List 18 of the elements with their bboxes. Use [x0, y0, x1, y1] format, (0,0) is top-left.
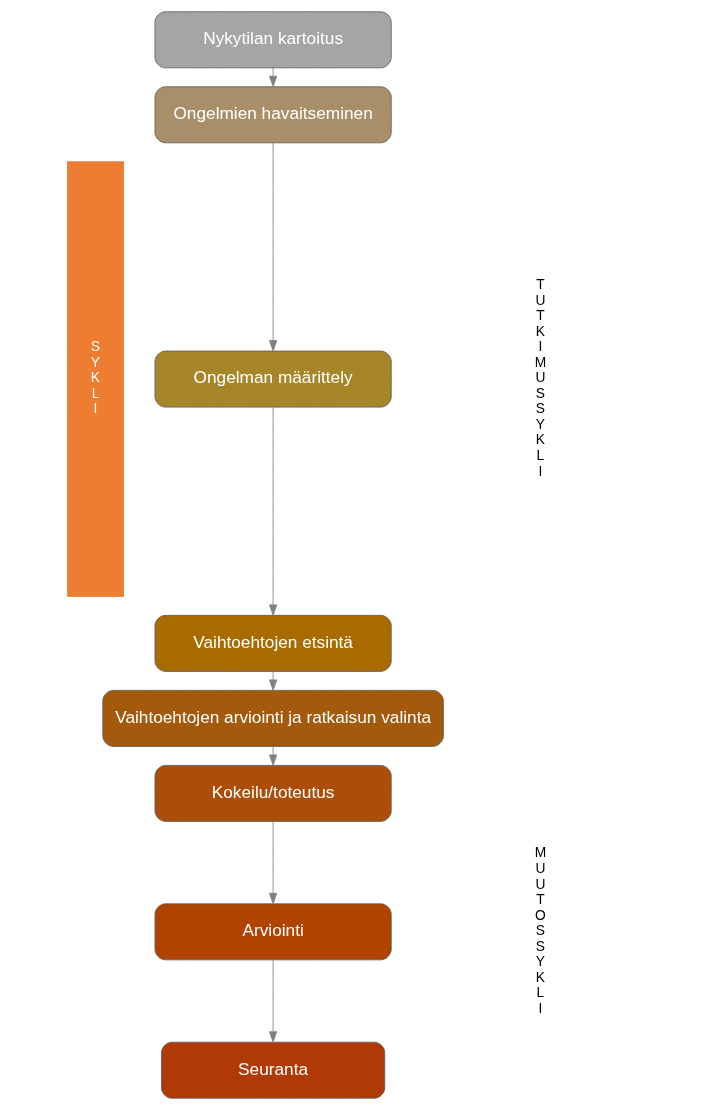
node-box: Vaihtoehtojen arviointi ja ratkaisun valinta — [102, 689, 444, 747]
arrow — [269, 142, 278, 352]
arrow — [269, 959, 278, 1043]
node-box: Seuranta — [161, 1041, 386, 1099]
node-box: Vaihtoehtojen etsintä — [154, 614, 392, 672]
node-box: Nykytilan kartoitus — [154, 11, 392, 69]
arrow — [269, 671, 278, 691]
label: M U U T O S S Y K L I — [534, 845, 547, 1016]
node-box: Kokeilu/toteutus — [154, 764, 392, 822]
node-box: Ongelmien havaitseminen — [154, 86, 392, 144]
arrow — [269, 406, 278, 616]
node-box: Ongelman määrittely — [154, 350, 392, 408]
label: T U T K I M U S S Y K L I — [534, 277, 547, 479]
node-box: S Y K L I — [67, 161, 124, 597]
arrow — [269, 746, 278, 766]
arrow — [269, 821, 278, 905]
arrow — [269, 67, 278, 88]
node-box: Arviointi — [154, 903, 392, 961]
